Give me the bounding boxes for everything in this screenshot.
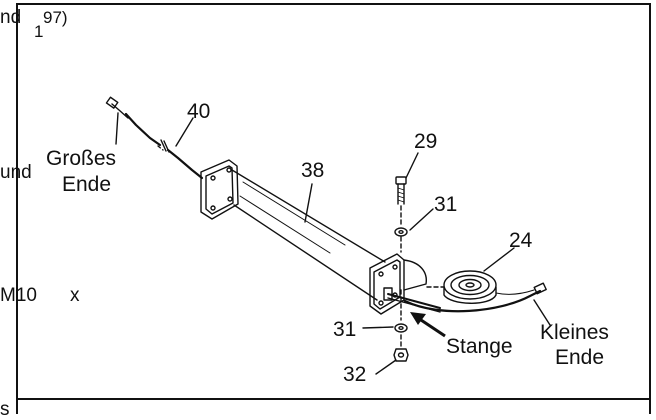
frame-left-border — [16, 3, 18, 414]
bolt-29-icon — [395, 176, 407, 227]
part-number-38: 38 — [301, 159, 325, 182]
washer-31-top-icon — [394, 227, 408, 253]
leader-grosses-ende — [115, 112, 119, 145]
pulley-24-icon — [426, 270, 497, 304]
label-grosses: Großes — [46, 147, 117, 170]
part-number-40: 40 — [187, 100, 211, 123]
label-stange: Stange — [446, 335, 513, 358]
leader-31-top — [409, 208, 434, 231]
leader-kleines-ende — [533, 299, 551, 326]
tube-38-icon — [200, 159, 405, 315]
frame-right-border — [649, 3, 651, 414]
fragment-superscript: 97) — [43, 8, 68, 27]
nut-32-icon — [393, 348, 409, 362]
part-number-31-bottom: 31 — [333, 318, 357, 341]
part-number-31-top: 31 — [434, 193, 458, 216]
cable-40-icon — [105, 96, 204, 180]
label-grosses-ende: Ende — [62, 173, 112, 196]
fragment-nd: nd — [0, 7, 22, 28]
washer-31-bottom-icon — [394, 323, 408, 333]
label-kleines: Kleines — [540, 321, 609, 344]
leader-38 — [304, 183, 313, 223]
part-number-24: 24 — [509, 229, 533, 252]
fragment-und: und — [0, 162, 32, 183]
leader-29 — [405, 152, 419, 179]
leader-40 — [175, 117, 194, 147]
frame-top-border — [16, 3, 651, 5]
part-number-32: 32 — [343, 363, 367, 386]
leader-31-bottom — [362, 326, 394, 329]
leader-24 — [483, 247, 515, 272]
part-number-29: 29 — [414, 130, 438, 153]
fragment-s: s — [0, 399, 10, 420]
fragment-m10: M10 — [0, 285, 37, 306]
stange-arrow-icon — [410, 312, 446, 338]
leader-32 — [375, 359, 397, 375]
label-kleines-ende: Ende — [555, 346, 605, 369]
cable-small-end-icon — [403, 282, 547, 313]
fragment-one: 1 — [34, 22, 44, 41]
frame-bottom-border — [16, 398, 651, 400]
fragment-x: x — [70, 285, 80, 306]
